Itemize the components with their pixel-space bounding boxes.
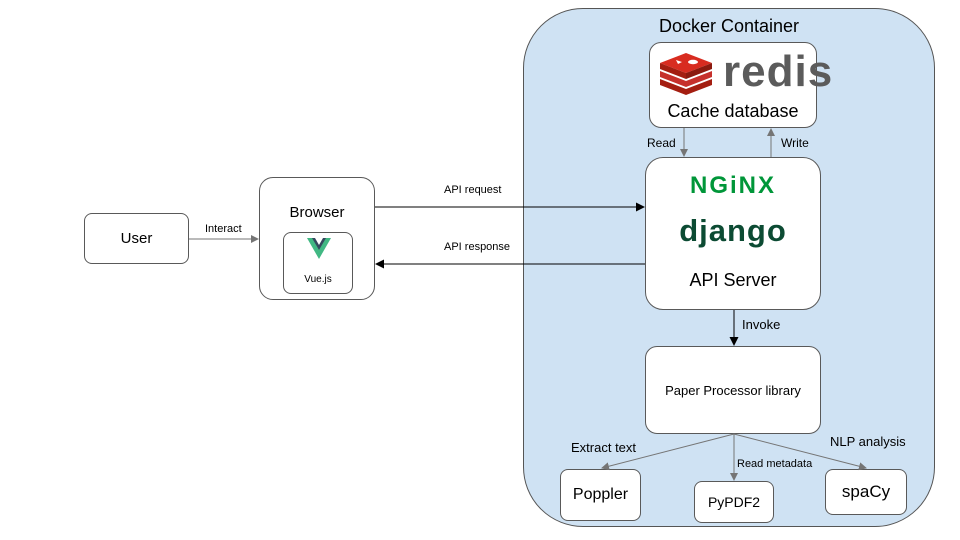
invoke-label: Invoke [742,317,781,332]
user-node: User [84,213,189,264]
extract-text-arrow [601,433,735,471]
paper-processor-node: Paper Processor library [645,346,821,434]
interact-label: Interact [205,223,242,235]
pypdf2-node: PyPDF2 [694,481,774,523]
api-response-label: API response [444,241,511,253]
docker-container-title: Docker Container [658,16,800,36]
vue-logo-icon [307,238,331,259]
paper-processor-label: Paper Processor library [665,382,801,398]
spacy-label: spaCy [841,482,891,501]
nginx-logo-icon: NGiNX [689,172,776,199]
read-label: Read [647,136,676,150]
django-logo-icon: django [679,213,787,248]
poppler-label: Poppler [572,486,629,503]
user-label: User [120,230,153,247]
read-metadata-label: Read metadata [737,458,813,470]
vue-label: Vue.js [304,274,332,285]
redis-node: redis Cache database [649,42,832,128]
pypdf2-label: PyPDF2 [707,494,761,510]
api-server-label: API Server [689,270,777,290]
redis-label: Cache database [667,101,799,121]
poppler-node: Poppler [560,469,641,521]
redis-logo-icon [660,53,712,95]
browser-title: Browser [289,204,345,221]
api-request-label: API request [444,184,502,196]
write-label: Write [781,136,809,150]
nlp-analysis-arrow [733,433,867,471]
extract-text-label: Extract text [571,440,637,455]
redis-logo-text: redis [723,47,834,96]
vue-node: Vue.js [283,232,353,294]
nlp-analysis-label: NLP analysis [830,434,906,449]
browser-node: Browser Vue.js [259,177,375,300]
api-server-node: NGiNX django API Server [645,157,821,310]
spacy-node: spaCy [825,469,907,515]
